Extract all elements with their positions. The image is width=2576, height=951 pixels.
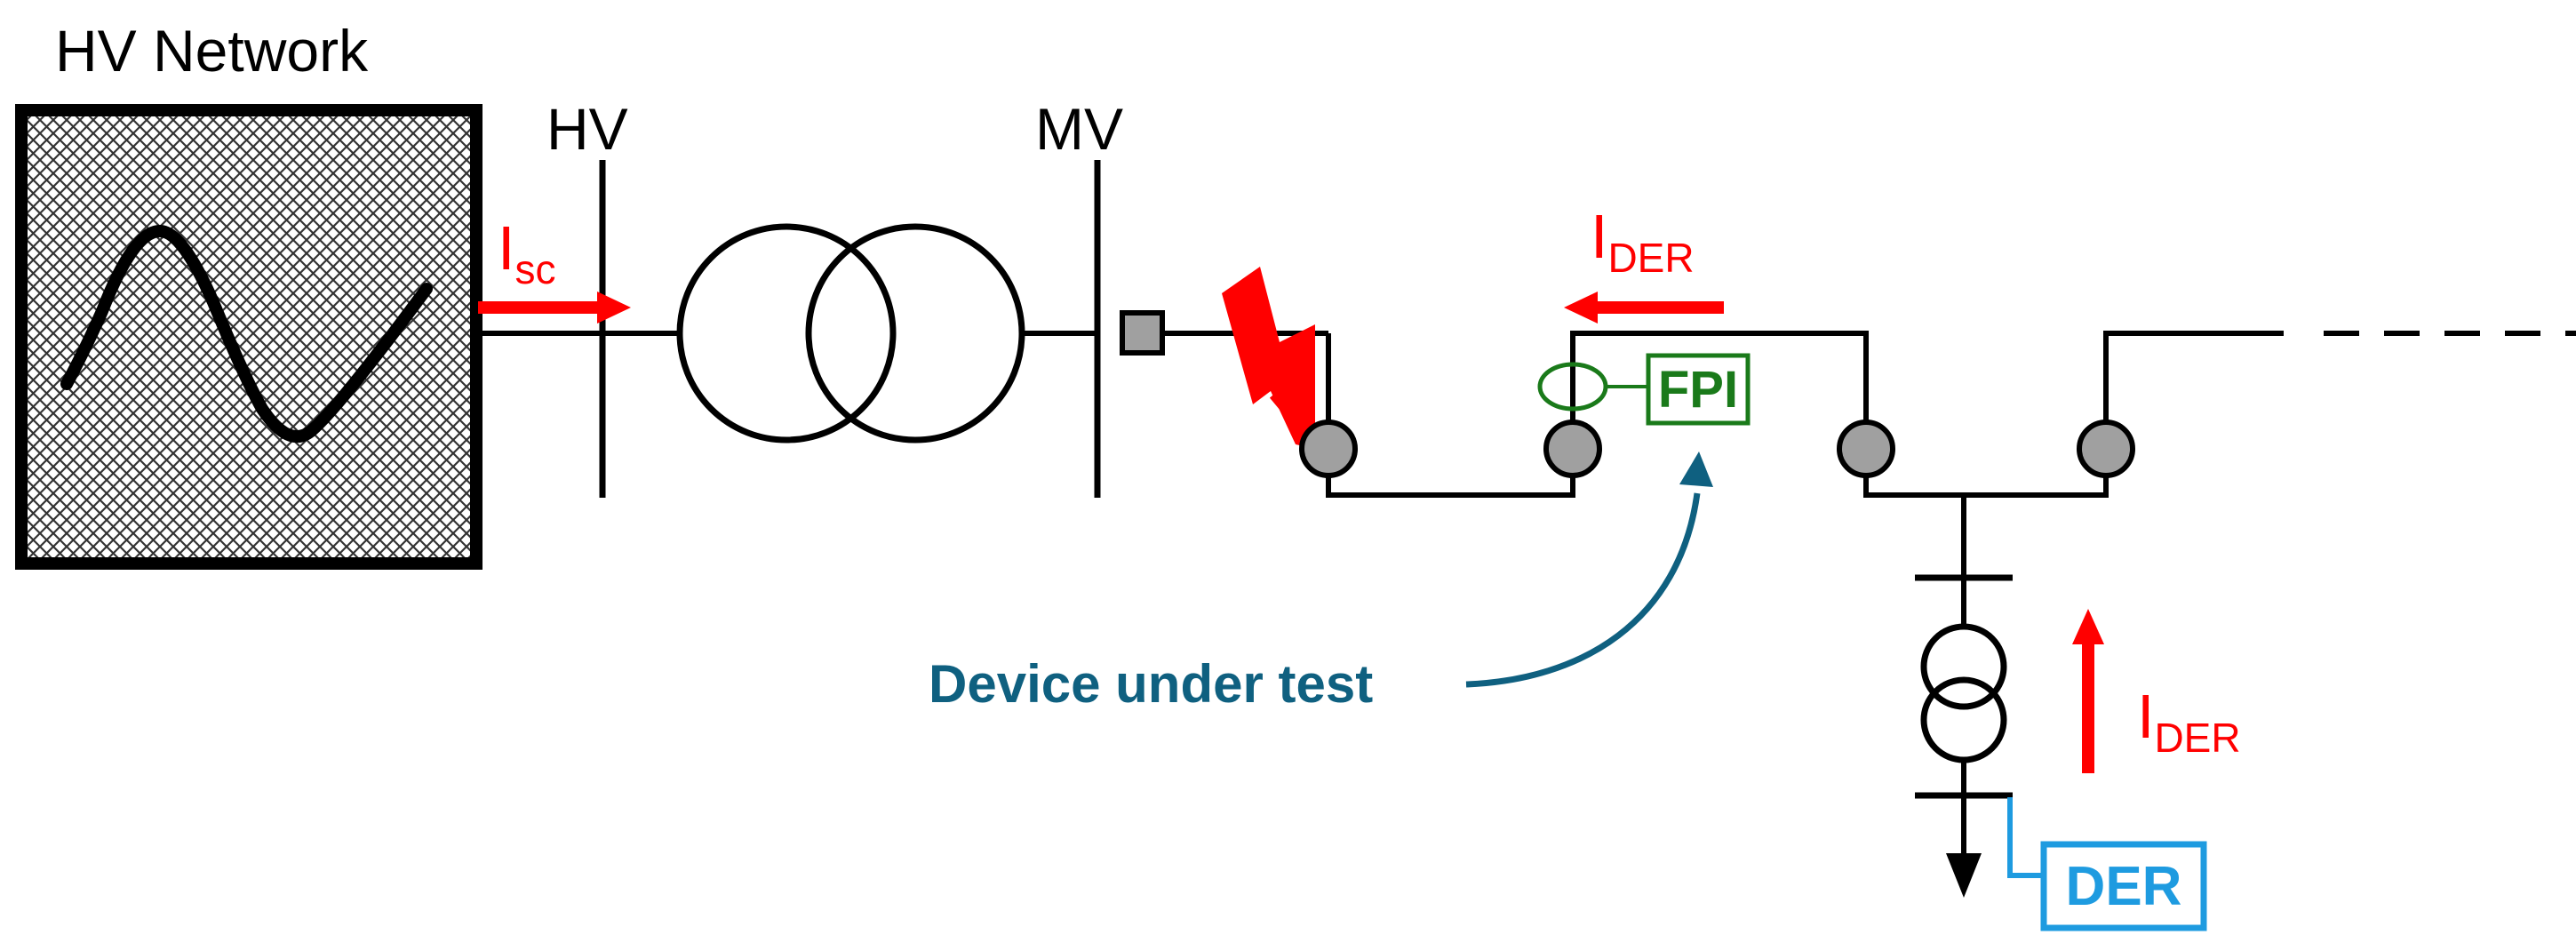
switch-1 (1299, 420, 1358, 478)
isc-label: Isc (498, 213, 555, 292)
hv-network-title: HV Network (55, 18, 369, 84)
two-winding-transformer-icon (676, 223, 1025, 444)
mv-bus-label: MV (1035, 96, 1123, 162)
lightning-bolt-icon (1222, 267, 1317, 449)
switch-4 (2077, 420, 2135, 478)
mv-breaker (1120, 310, 1165, 356)
der-branch (1915, 574, 2013, 862)
ider-der-label: IDER (2137, 682, 2241, 761)
switch-nodes (1299, 420, 2135, 478)
ider-feeder-label: IDER (1591, 202, 1695, 281)
der-box (2040, 841, 2207, 931)
switch-3 (1837, 420, 1895, 478)
isc-arrow (478, 292, 631, 324)
fpi-device (1537, 353, 1751, 426)
switch-2 (1543, 420, 1602, 478)
device-annotation-arrow (1465, 492, 1701, 688)
ider-feeder-arrow (1564, 292, 1724, 324)
hv-bus-label: HV (546, 96, 628, 162)
device-under-test-label: Device under test (929, 654, 1373, 714)
fpi-label: FPI (1658, 361, 1738, 419)
der-label: DER (2066, 856, 2182, 917)
main-feeder (476, 331, 2284, 578)
hv-network-source (15, 104, 483, 570)
load-arrow-icon (1946, 853, 1982, 898)
device-annotation-arrowhead (1679, 452, 1713, 487)
ider-der-arrow (2072, 609, 2104, 773)
der-connection (2007, 797, 2044, 878)
sine-wave-icon (60, 224, 433, 444)
